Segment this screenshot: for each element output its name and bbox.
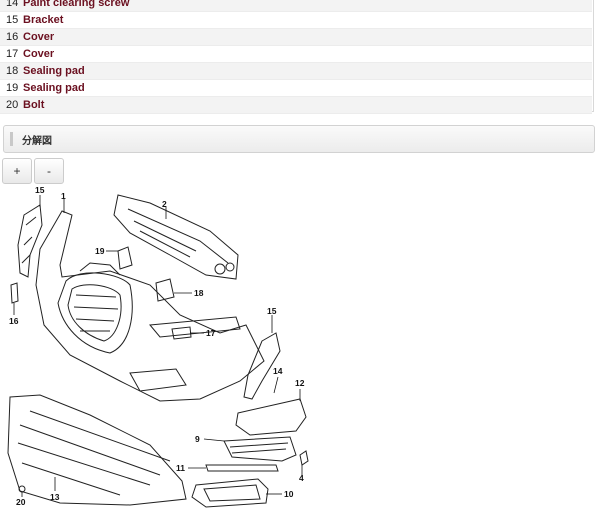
left-bracket-part: [17, 204, 43, 278]
exploded-diagram[interactable]: 15 1 2 19 18 16 17 15 14 12 9 11 4 10 20…: [0, 185, 600, 509]
diagram-callouts: 15 1 2 19 18 16 17 15 14 12 9 11 4 10 20…: [9, 185, 305, 507]
callout-label[interactable]: 4: [299, 473, 304, 483]
list-item: 18 Sealing pad: [0, 63, 592, 80]
callout-label[interactable]: 2: [162, 199, 167, 209]
part-number: 19: [6, 82, 19, 94]
callout-label[interactable]: 18: [194, 288, 204, 298]
callout-label[interactable]: 10: [284, 489, 294, 499]
list-item: 15 Bracket: [0, 12, 592, 29]
part-number: 14: [6, 0, 19, 9]
callout-label[interactable]: 14: [273, 366, 283, 376]
diagram-drawing: [7, 194, 309, 508]
callout-label[interactable]: 15: [35, 185, 45, 195]
section-title: 分解図: [22, 136, 52, 147]
callout-label[interactable]: 19: [95, 246, 105, 256]
lower-frame-10-part: [191, 478, 269, 508]
callout-label[interactable]: 11: [176, 463, 185, 473]
callout-label[interactable]: 17: [206, 328, 216, 338]
cover-16-part: [10, 282, 19, 304]
clip-4-part: [299, 450, 309, 466]
undertray-13-part: [7, 394, 187, 506]
section-marker: [10, 132, 13, 146]
list-item: 17 Cover: [0, 46, 592, 63]
callout-label[interactable]: 13: [50, 492, 60, 502]
part-number: 20: [6, 99, 19, 111]
grille-insert-9-part: [223, 436, 297, 462]
part-name-link[interactable]: Bolt: [23, 99, 45, 111]
list-item: 19 Sealing pad: [0, 80, 592, 97]
part-name-link[interactable]: Sealing pad: [23, 65, 85, 77]
list-item: 16 Cover: [0, 29, 592, 46]
upper-carrier-part: [113, 194, 239, 280]
list-item: 14 Paint clearing screw: [0, 0, 592, 12]
part-name-link[interactable]: Cover: [23, 48, 55, 60]
part-number: 15: [6, 14, 19, 26]
bumper-cover-part: [35, 210, 265, 402]
callout-label[interactable]: 12: [295, 378, 305, 388]
callout-label[interactable]: 20: [16, 497, 26, 507]
callout-label[interactable]: 9: [195, 434, 200, 444]
zoom-out-button[interactable]: -: [34, 158, 64, 184]
part-number: 16: [6, 31, 19, 43]
list-item: 20 Bolt: [0, 97, 592, 114]
fog-bezel-12-part: [235, 398, 307, 436]
sealing-pad-18-part: [155, 278, 175, 302]
part-number: 18: [6, 65, 19, 77]
zoom-in-button[interactable]: +: [2, 158, 32, 184]
trim-strip-11-part: [205, 464, 279, 472]
section-header: 分解図: [3, 125, 595, 153]
callout-label[interactable]: 16: [9, 316, 19, 326]
callout-label[interactable]: 15: [267, 306, 277, 316]
sealing-pad-19-part: [117, 246, 133, 270]
part-name-link[interactable]: Sealing pad: [23, 82, 85, 94]
part-name-link[interactable]: Paint clearing screw: [23, 0, 130, 9]
part-number: 17: [6, 48, 19, 60]
callout-label[interactable]: 1: [61, 191, 66, 201]
part-name-link[interactable]: Cover: [23, 31, 55, 43]
part-name-link[interactable]: Bracket: [23, 14, 64, 26]
right-bracket-part: [243, 332, 281, 400]
cover-17-part: [171, 326, 192, 340]
